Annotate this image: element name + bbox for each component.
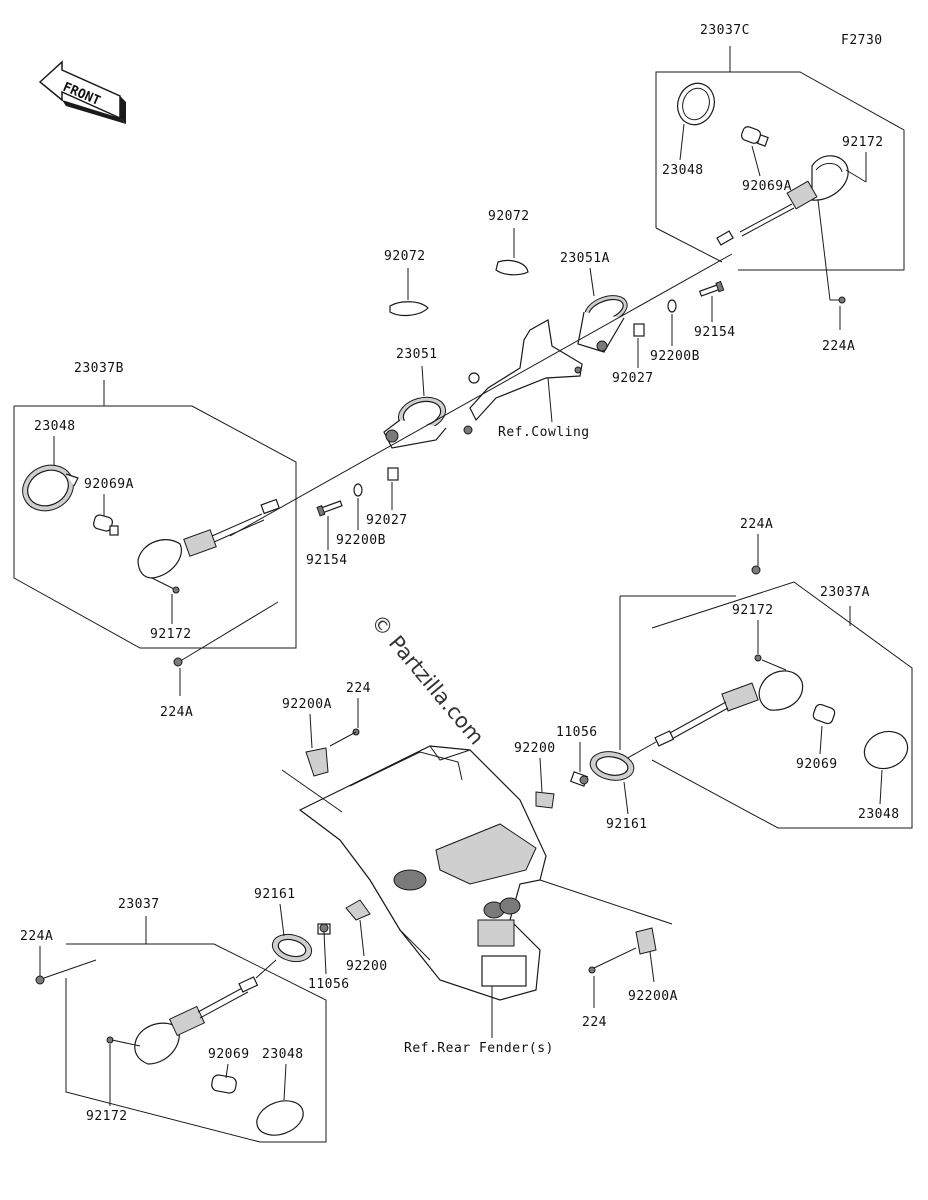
callout-92200-top: 92200 bbox=[514, 741, 556, 756]
callout-224A-bl: 224A bbox=[20, 929, 53, 944]
strap-92072-left bbox=[389, 301, 429, 317]
front-arrow-icon: FRONT bbox=[38, 60, 126, 124]
signal-housing-r2 bbox=[623, 670, 804, 761]
figure-code: F2730 bbox=[841, 33, 883, 48]
clip-92200-top bbox=[535, 791, 555, 809]
callout-92200A-br: 92200A bbox=[628, 989, 678, 1004]
lens-23048-tr bbox=[677, 82, 715, 126]
grommet-92161-bl bbox=[271, 933, 313, 963]
callout-92172-r2: 92172 bbox=[732, 603, 774, 618]
watermark: © Partzilla.com bbox=[366, 610, 489, 750]
callout-92069-bl: 92069 bbox=[208, 1047, 250, 1062]
callout-92161-r: 92161 bbox=[606, 817, 648, 832]
spacer-set-left bbox=[316, 467, 399, 517]
callout-23051A: 23051A bbox=[560, 251, 610, 266]
callout-23037: 23037 bbox=[118, 897, 160, 912]
plate-bracket bbox=[298, 745, 547, 1001]
callout-92027-r: 92027 bbox=[612, 371, 654, 386]
callout-23037A: 23037A bbox=[820, 585, 870, 600]
lens-23048-r2 bbox=[863, 730, 909, 770]
assembly-23037C: 92172 23037C 23048 92069A 224A bbox=[655, 23, 905, 354]
callout-92154-r: 92154 bbox=[694, 325, 736, 340]
callout-23037C: 23037C bbox=[700, 23, 750, 38]
callout-224A-tr: 224A bbox=[822, 339, 855, 354]
callout-224A-r2: 224A bbox=[740, 517, 773, 532]
bulb-92069A-tr bbox=[740, 126, 769, 147]
signal-housing-l bbox=[137, 498, 280, 579]
callout-92161-bl: 92161 bbox=[254, 887, 296, 902]
clip-92200-bl bbox=[345, 899, 371, 921]
mount-23051A bbox=[577, 295, 628, 353]
strap-92072-right bbox=[495, 259, 529, 276]
callout-11056-bl: 11056 bbox=[308, 977, 350, 992]
callout-11056-top: 11056 bbox=[556, 725, 598, 740]
callout-92069-r2: 92069 bbox=[796, 757, 838, 772]
callout-92069A-tr: 92069A bbox=[742, 179, 792, 194]
callout-224-br: 224 bbox=[582, 1015, 607, 1030]
ref-cowling: Ref.Cowling bbox=[498, 425, 590, 440]
callout-92172-l: 92172 bbox=[150, 627, 192, 642]
collar-11056-top bbox=[569, 771, 589, 787]
callout-92200-bl: 92200 bbox=[346, 959, 388, 974]
callout-92200A-top: 92200A bbox=[282, 697, 332, 712]
callout-23048-tr: 23048 bbox=[662, 163, 704, 178]
callout-23037B: 23037B bbox=[74, 361, 124, 376]
callout-92172-bl: 92172 bbox=[86, 1109, 128, 1124]
assembly-23037B bbox=[13, 380, 297, 649]
clip-92200A-br bbox=[635, 927, 657, 955]
callout-92172-tr: 92172 bbox=[842, 135, 884, 150]
lens-23048-bl bbox=[256, 1100, 304, 1136]
callout-92069A-l: 92069A bbox=[84, 477, 134, 492]
callout-23048-l: 23048 bbox=[34, 419, 76, 434]
callout-23051: 23051 bbox=[396, 347, 438, 362]
callout-92072-a: 92072 bbox=[384, 249, 426, 264]
callout-23048-bl: 23048 bbox=[262, 1047, 304, 1062]
signal-housing-bl bbox=[134, 959, 277, 1065]
bulb-92069-bl bbox=[211, 1074, 237, 1094]
grommet-92161-r bbox=[589, 751, 635, 781]
callout-92072-b: 92072 bbox=[488, 209, 530, 224]
bulb-92069A-l bbox=[93, 514, 119, 536]
clip-92200A-top bbox=[305, 747, 329, 777]
assembly-23037A bbox=[619, 581, 913, 829]
callout-224A-l: 224A bbox=[160, 705, 193, 720]
assembly-23037 bbox=[35, 916, 331, 1143]
mount-23051 bbox=[383, 396, 473, 449]
callout-92027-l: 92027 bbox=[366, 513, 408, 528]
bulb-92069-r2 bbox=[812, 703, 836, 725]
callout-224-top: 224 bbox=[346, 681, 371, 696]
callout-92154-l: 92154 bbox=[306, 553, 348, 568]
callout-23048-r2: 23048 bbox=[858, 807, 900, 822]
callout-92200B-r: 92200B bbox=[650, 349, 700, 364]
bolt-224A-tr bbox=[817, 199, 846, 304]
lens-23048-l bbox=[22, 464, 79, 512]
ref-rear-fender: Ref.Rear Fender(s) bbox=[404, 1041, 554, 1056]
spacer-set-right bbox=[633, 280, 725, 337]
signal-housing-tr bbox=[716, 155, 849, 246]
harness-line bbox=[229, 253, 733, 537]
callout-92200B-l: 92200B bbox=[336, 533, 386, 548]
